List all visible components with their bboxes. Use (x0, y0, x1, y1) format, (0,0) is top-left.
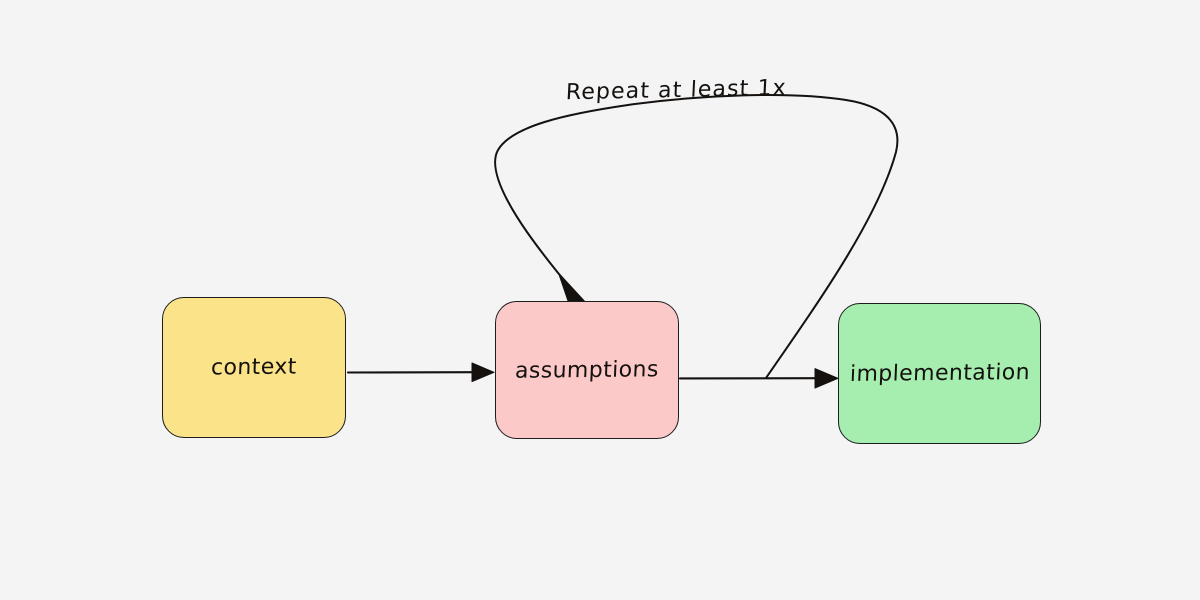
loop-path (494, 93, 899, 379)
edge-context-to-assumptions (346, 362, 495, 383)
node-implementation-label: implementation (848, 360, 1031, 387)
node-assumptions-label: assumptions (514, 356, 660, 384)
arrowhead (471, 362, 495, 383)
arrowhead (814, 368, 839, 389)
node-context[interactable]: context (162, 297, 346, 438)
loop-edge-label: Repeat at least 1x (565, 75, 788, 106)
node-implementation[interactable]: implementation (838, 303, 1041, 444)
arrowhead (558, 274, 586, 303)
node-context-label: context (210, 354, 298, 381)
node-assumptions[interactable]: assumptions (495, 301, 679, 439)
edge-assumptions-to-implementation (678, 368, 839, 389)
